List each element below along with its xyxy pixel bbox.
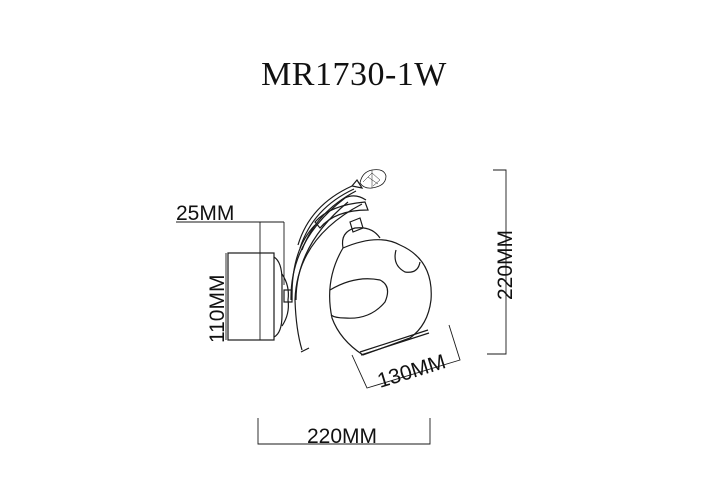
shade-fitter [341,217,381,249]
lamp-arm [290,185,369,353]
label-overall-width: 220MM [307,425,377,448]
dimension-overall-width [257,418,431,445]
label-mount-depth: 25MM [176,202,234,225]
glass-shade [329,239,432,356]
dimension-overall-height [487,169,507,355]
wall-mount-base [227,252,293,341]
label-shade-diameter: 130MM [375,350,449,392]
flower-bud-ornament [350,169,387,189]
label-mount-height: 110MM [206,275,229,343]
dimension-shade-diameter [351,324,461,389]
product-model-title: MR1730-1W [261,56,447,93]
label-overall-height: 220MM [494,230,517,300]
dimension-mount-depth [176,221,285,340]
